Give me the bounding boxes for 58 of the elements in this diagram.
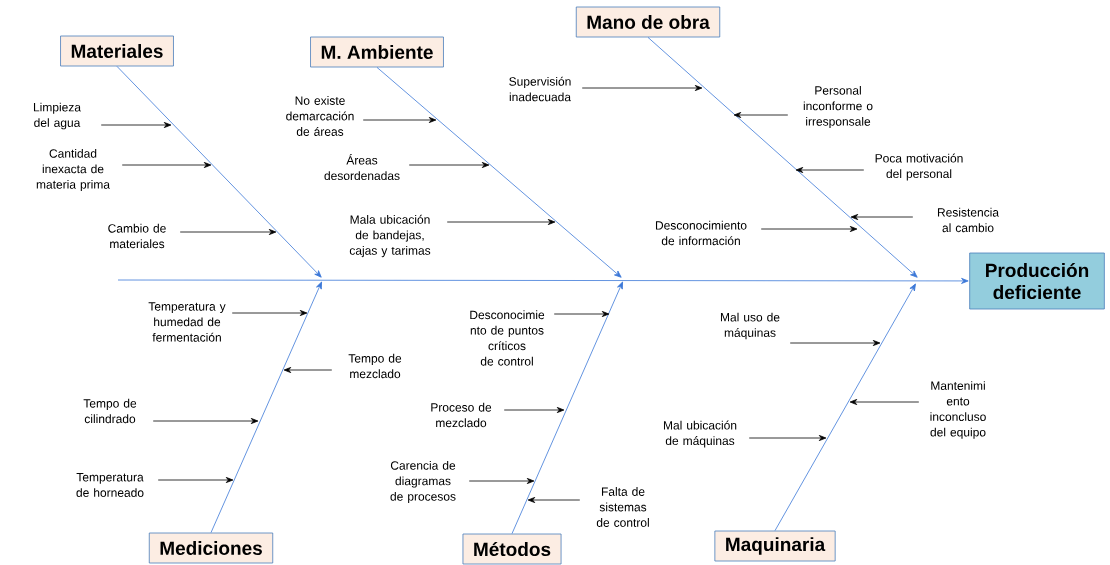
bone-arrow	[116, 66, 322, 278]
spine-arrow	[117, 277, 969, 284]
cause-text: Áreas desordenadas	[324, 154, 400, 180]
cause-text: Personal inconforme o irresponsale	[803, 85, 873, 129]
cause-arrow	[283, 367, 333, 373]
cause-text: Poca motivación del personal	[875, 153, 963, 181]
cause-arrow	[527, 497, 581, 503]
cause-arrow	[553, 311, 610, 317]
cause-text: No existe demarcación de áreas	[286, 96, 354, 136]
cause-arrow	[362, 117, 437, 123]
cause-text: Cambio de materiales	[108, 223, 166, 249]
cause-text: Mantenimi ento inconcluso del equipo	[930, 381, 986, 439]
cause-arrow	[100, 122, 172, 128]
category-box: Métodos	[462, 533, 562, 565]
bone-arrow	[210, 281, 322, 533]
cause-arrow	[849, 399, 920, 405]
cause-arrow	[581, 85, 703, 91]
cause-text: Temperatura y humedad de fermentación	[148, 302, 226, 342]
cause-arrow	[446, 219, 556, 225]
cause-text: Tempo de mezclado	[348, 353, 402, 379]
category-box: Mano de obra	[575, 6, 721, 38]
cause-text: Carencia de diagramas de procesos	[390, 460, 456, 504]
category-box: Mediciones	[148, 532, 274, 564]
bone-arrow	[376, 67, 622, 278]
cause-arrow	[733, 112, 789, 118]
cause-text: Desconocimiento de información	[656, 220, 747, 246]
cause-text: Desconocimie nto de puntos críticos de control	[470, 310, 545, 366]
cause-text: Resistencia al cambio	[938, 207, 999, 233]
cause-text: Tempo de cilindrado	[83, 398, 137, 424]
cause-arrow	[789, 340, 881, 346]
cause-arrow	[503, 407, 565, 413]
cause-arrow	[850, 214, 914, 220]
cause-text: Cantidad inexacta de materia prima	[36, 148, 110, 192]
cause-arrow	[152, 418, 259, 424]
cause-text: Temperatura de horneado	[76, 473, 144, 497]
cause-text: Supervisión inadecuada	[509, 76, 571, 102]
cause-text: Mala ubicación de bandejas, cajas y tarimas	[349, 214, 431, 258]
cause-text: Proceso de mezclado	[431, 402, 492, 428]
category-box: Maquinaria	[714, 530, 836, 562]
category-box: M. Ambiente	[310, 36, 444, 68]
cause-arrow	[408, 162, 490, 168]
cause-arrow	[179, 229, 277, 235]
cause-arrow	[760, 226, 858, 232]
cause-text: Mal uso de máquinas	[721, 312, 780, 340]
cause-arrow	[468, 478, 535, 484]
cause-arrow	[157, 477, 234, 483]
bone-arrow	[774, 283, 916, 531]
cause-text: Falta de sistemas de control	[596, 487, 649, 527]
cause-text: Limpieza del agua	[34, 102, 81, 130]
cause-arrow	[231, 310, 308, 316]
cause-text: Mal ubicación de máquinas	[664, 420, 737, 448]
cause-arrow	[795, 167, 865, 173]
cause-arrow	[121, 162, 212, 168]
category-box: Materiales	[60, 35, 174, 67]
cause-arrow	[748, 435, 827, 441]
bone-arrow	[511, 281, 623, 534]
effect-box: Producción deficiente	[969, 252, 1105, 310]
bone-arrow	[647, 37, 918, 278]
